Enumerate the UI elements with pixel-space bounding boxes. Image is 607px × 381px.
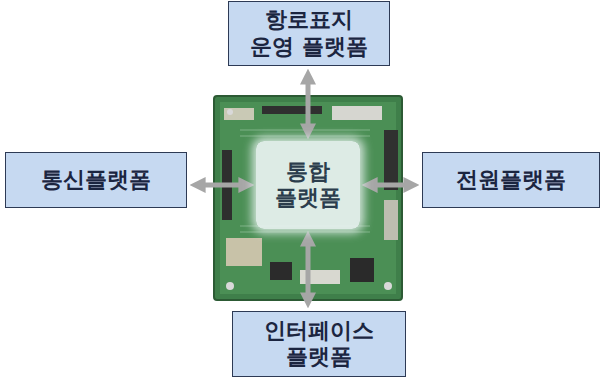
node-label: 항로표지 운영 플랫폼	[244, 7, 374, 60]
double-arrow	[306, 75, 311, 133]
platform-box: 항로표지 운영 플랫폼	[228, 1, 390, 66]
platform-box: 인터페이스 플랫폼	[232, 311, 406, 377]
node-label: 전원플랫폼	[456, 167, 566, 193]
node-label: 인터페이스 플랫폼	[244, 318, 394, 371]
double-arrow	[196, 183, 248, 188]
double-arrow	[368, 183, 413, 188]
node-label: 통합 플랫폼	[272, 159, 344, 212]
core-platform-box: 통합 플랫폼	[256, 141, 360, 229]
double-arrow	[306, 237, 311, 302]
node-label: 통신플랫폼	[41, 167, 151, 193]
platform-box: 통신플랫폼	[5, 152, 187, 208]
platform-box: 전원플랫폼	[422, 152, 600, 208]
